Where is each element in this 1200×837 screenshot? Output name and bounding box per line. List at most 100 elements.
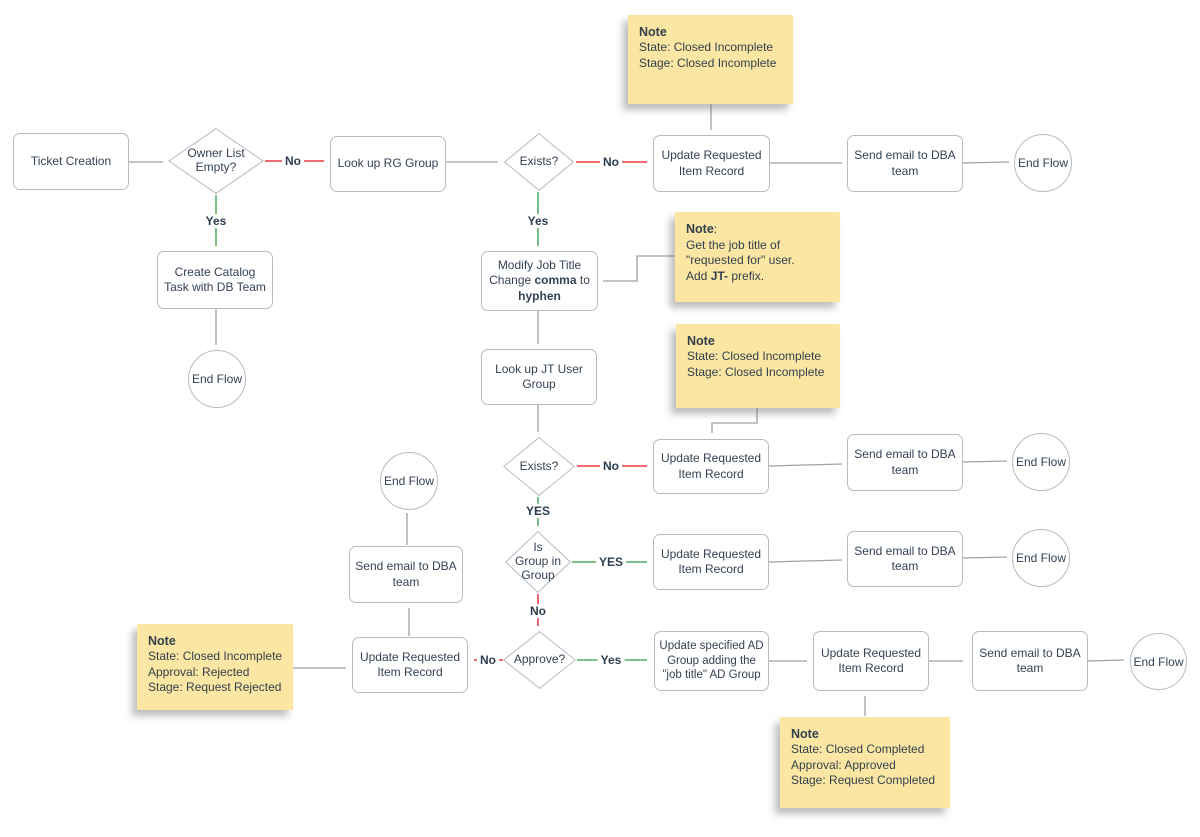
edge-email2-to-endflow3 — [962, 460, 1008, 463]
note-title: Note — [791, 727, 819, 741]
note-closed-incomplete-mid: Note State: Closed Incomplete Stage: Clo… — [676, 324, 840, 408]
modify-line2-pre: Change — [489, 273, 535, 288]
note-rejected: Note State: Closed Incomplete Approval: … — [137, 624, 293, 710]
decision-exists-2: Exists? — [503, 437, 575, 496]
node-label: Send email to DBA team — [854, 447, 956, 477]
node-label: Update specified AD Group adding the "jo… — [659, 639, 764, 682]
diamond-shape — [505, 531, 571, 593]
note-line: State: Closed Completed — [791, 742, 925, 757]
node-label: Ticket Creation — [30, 153, 112, 168]
edge-label-yes-3: Yes — [597, 653, 625, 667]
node-update-requested-1: Update Requested Item Record — [653, 135, 770, 192]
node-label: Update Requested Item Record — [660, 451, 762, 481]
edge-label-no-3: No — [600, 459, 622, 473]
decision-label-line: Group in — [514, 554, 562, 569]
note-title: Note — [148, 634, 176, 648]
node-label: Send email to DBA team — [979, 645, 1081, 675]
note-line: Approval: Rejected — [148, 664, 250, 679]
note-closed-incomplete-top: Note State: Closed Incomplete Stage: Clo… — [628, 15, 793, 104]
node-send-email-2: Send email to DBA team — [847, 434, 963, 491]
edge-notemid-to-update2 — [711, 408, 758, 433]
edge-label-no-2: No — [600, 155, 622, 169]
note-line: State: Closed Incomplete — [687, 349, 822, 364]
node-look-up-jt-user-group: Look up JT User Group — [481, 349, 597, 405]
node-ticket-creation: Ticket Creation — [13, 133, 129, 190]
decision-is-group-in-group: Is Group in Group — [505, 531, 571, 593]
decision-owner-list-empty: Owner List Empty? — [168, 128, 264, 194]
modify-line2-post: to — [576, 273, 590, 288]
node-label: Create Catalog Task with DB Team — [164, 264, 266, 294]
note-title: Note — [639, 25, 667, 39]
edge-label-yes-caps-2: YES — [595, 555, 627, 569]
end-flow-2: End Flow — [188, 350, 246, 408]
end-flow-4: End Flow — [1012, 529, 1070, 587]
edge-label-yes-1: Yes — [202, 214, 230, 228]
edge-email5-to-endflow6 — [1087, 659, 1125, 662]
note-title: Note — [687, 334, 715, 348]
node-update-requested-2: Update Requested Item Record — [653, 439, 769, 494]
note-add-post: prefix. — [728, 268, 765, 283]
note-line: "requested for" user. — [686, 253, 795, 268]
edge-notejobtitle-to-modify — [603, 255, 675, 282]
node-create-catalog-task: Create Catalog Task with DB Team — [157, 251, 273, 309]
modify-line2-bold: comma — [534, 273, 577, 288]
edge-label-no-5: No — [477, 653, 499, 667]
end-flow-3: End Flow — [1012, 433, 1070, 491]
edge-email3-to-endflow4 — [962, 556, 1008, 559]
node-send-email-3: Send email to DBA team — [847, 531, 963, 587]
node-label: Update Requested Item Record — [359, 649, 461, 679]
node-label: Update Requested Item Record — [661, 148, 762, 178]
note-line: Get the job title of — [686, 237, 781, 252]
node-send-email-4: Send email to DBA team — [349, 546, 463, 603]
node-update-ad-group: Update specified AD Group adding the "jo… — [654, 631, 769, 691]
note-add-pre: Add — [686, 268, 711, 283]
note-line: State: Closed Incomplete — [639, 40, 774, 55]
node-look-up-rg-group: Look up RG Group — [330, 136, 446, 192]
decision-label: Owner List Empty? — [187, 146, 245, 174]
node-label: Update Requested Item Record — [660, 546, 762, 576]
edge-label-yes-caps-1: YES — [522, 504, 554, 518]
note-line: Stage: Closed Incomplete — [687, 364, 825, 379]
node-update-requested-5: Update Requested Item Record — [813, 631, 929, 691]
note-job-title: Note: Get the job title of "requested fo… — [675, 212, 840, 302]
node-label: Send email to DBA team — [854, 148, 956, 178]
node-label: Look up RG Group — [337, 156, 439, 171]
edge-email1-to-endflow1 — [962, 161, 1010, 164]
note-title-colon: : — [713, 222, 718, 236]
diamond-shape — [168, 128, 264, 194]
decision-label: Is Group in Group — [505, 531, 571, 593]
edge-update2-to-email2 — [768, 463, 843, 467]
decision-label-line: Group — [521, 567, 555, 582]
diamond-shape — [504, 133, 574, 191]
node-update-requested-3: Update Requested Item Record — [653, 534, 769, 590]
note-line: Stage: Closed Incomplete — [639, 55, 777, 70]
node-label: Look up JT User Group — [495, 361, 583, 391]
node-label: End Flow — [1017, 156, 1069, 170]
decision-exists-1: Exists? — [504, 133, 574, 191]
modify-line3-bold: hyphen — [518, 288, 561, 303]
node-send-email-5: Send email to DBA team — [972, 631, 1088, 691]
end-flow-6: End Flow — [1130, 633, 1187, 690]
decision-label: Approve? — [513, 652, 566, 667]
node-label: Update Requested Item Record — [820, 645, 922, 675]
end-flow-5: End Flow — [380, 452, 438, 510]
edge-update3-to-email3 — [768, 559, 843, 563]
note-line: Approval: Approved — [791, 757, 896, 772]
note-title: Note — [686, 222, 714, 236]
note-completed: Note State: Closed Completed Approval: A… — [780, 717, 950, 808]
edge-label-no-1: No — [282, 154, 304, 168]
note-title-row: Note: — [686, 221, 829, 238]
node-label: End Flow — [1133, 654, 1184, 669]
note-add-bold: JT- — [710, 268, 729, 283]
end-flow-1: End Flow — [1014, 134, 1072, 192]
node-label: Send email to DBA team — [854, 543, 956, 573]
modify-line1: Modify Job Title — [497, 257, 582, 272]
note-line: Add JT- prefix. — [686, 269, 829, 285]
node-modify-job-title: Modify Job Title Change comma to hyphen — [481, 251, 598, 311]
note-line: Stage: Request Rejected — [148, 680, 282, 695]
node-label: End Flow — [383, 474, 435, 488]
node-label: End Flow — [191, 372, 243, 386]
diamond-shape — [503, 631, 576, 689]
